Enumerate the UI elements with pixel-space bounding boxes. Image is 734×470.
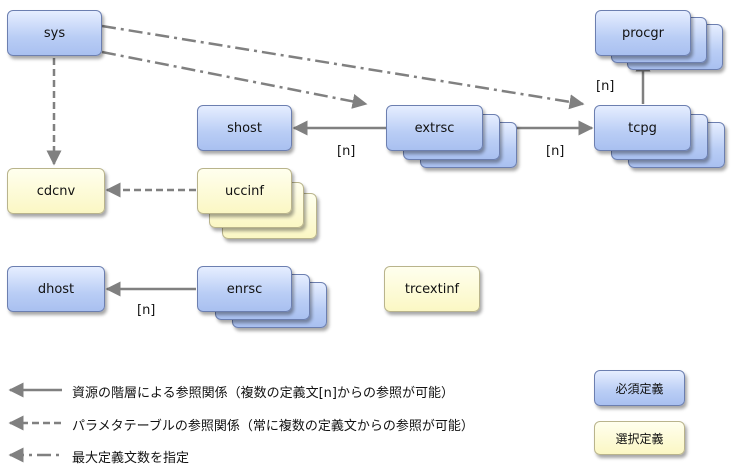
legend-solid-text: 資源の階層による参照関係（複数の定義文[n]からの参照が可能）	[72, 386, 454, 401]
sys-to-tcpg-max-count-line	[101, 24, 585, 110]
multiplicity-label-procgr: [n]	[596, 79, 615, 94]
enrsc-node: enrsc	[197, 266, 292, 312]
procgr-label: procgr	[621, 25, 664, 41]
multiplicity-label-tcpg: [n]	[546, 144, 565, 159]
sys-to-extrsc-max-count-line	[101, 50, 368, 109]
procgr-node: procgr	[595, 10, 691, 56]
uccinf-label: uccinf	[225, 183, 264, 199]
sys-label: sys	[43, 25, 66, 41]
trcextinf-label: trcextinf	[404, 281, 460, 297]
uccinf-node: uccinf	[197, 168, 292, 214]
tcpg-node: tcpg	[594, 105, 691, 151]
tcpg-label: tcpg	[628, 120, 657, 136]
dhost-label: dhost	[37, 281, 75, 297]
extrsc-node: extrsc	[386, 105, 483, 151]
cdcnv-label: cdcnv	[36, 183, 76, 199]
legend-dashed-text: パラメタテーブルの参照関係（常に複数の定義文からの参照が可能）	[72, 419, 474, 434]
multiplicity-label-shost: [n]	[337, 144, 356, 159]
legend-optional-label: 選択定義	[615, 431, 664, 446]
shost-node: shost	[197, 105, 292, 151]
sys-node: sys	[7, 10, 102, 56]
dhost-node: dhost	[7, 266, 105, 312]
legend-required-label: 必須定義	[615, 381, 664, 396]
legend-optional-swatch: 選択定義	[594, 421, 685, 455]
shost-label: shost	[227, 120, 262, 136]
multiplicity-label-dhost: [n]	[137, 303, 156, 318]
legend-dashdot-text: 最大定義文数を指定	[72, 451, 190, 466]
extrsc-label: extrsc	[414, 120, 455, 136]
cdcnv-node: cdcnv	[7, 168, 105, 214]
trcextinf-node: trcextinf	[384, 266, 480, 312]
enrsc-label: enrsc	[226, 281, 263, 297]
legend-required-swatch: 必須定義	[594, 370, 685, 406]
